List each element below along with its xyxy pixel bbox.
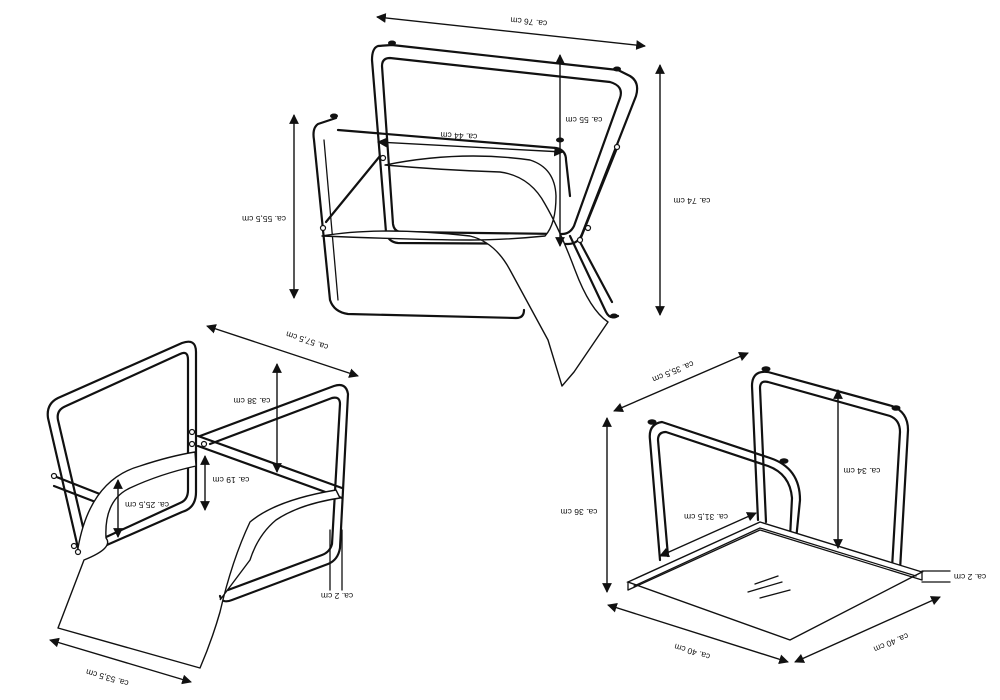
arrow-chair-width — [49, 637, 192, 685]
label-chair-tube: ca. 2 cm — [321, 591, 353, 601]
chair-back-frame — [370, 43, 639, 246]
label-table-leg-height: ca. 34 cm — [844, 466, 881, 476]
chair-left-frame — [46, 340, 198, 551]
label-top-width: ca. 76 cm — [510, 15, 548, 29]
arrow-table-width-left — [607, 602, 789, 665]
arrow-table-width-right — [794, 596, 941, 663]
dimension-arrows — [49, 13, 941, 685]
label-table-top-depth: ca. 35,5 cm — [651, 359, 695, 385]
lounge-chair — [46, 340, 350, 669]
label-chair-back-height: ca. 38 cm — [234, 396, 271, 406]
label-top-total-height: ca. 74 cm — [674, 196, 711, 206]
folded-lounge-chair — [312, 40, 639, 387]
chair-sling-seat — [57, 451, 341, 669]
label-top-back-height: ca. 55 cm — [566, 115, 603, 125]
label-table-thickness: ca. 2 cm — [954, 572, 986, 582]
arrow-table-top-depth — [613, 352, 749, 412]
label-chair-seat-height: ca. 19 cm — [213, 475, 250, 485]
chair-sling — [321, 155, 609, 387]
table-back-frame — [648, 420, 802, 562]
label-table-width-right: ca. 40 cm — [872, 631, 910, 655]
table-front-frame — [750, 370, 910, 572]
label-chair-depth: ca. 57,5 cm — [285, 329, 330, 352]
chair-right-frame — [198, 383, 350, 603]
arrow-top-inner-width — [377, 137, 564, 157]
label-table-inner-width: ca. 31,5 cm — [684, 512, 728, 522]
label-top-inner-width: ca. 44 cm — [440, 130, 477, 142]
label-table-width-left: ca. 40 cm — [673, 642, 711, 662]
label-chair-arm-height: ca. 25,5 cm — [125, 500, 169, 510]
arrow-chair-depth — [206, 324, 359, 378]
label-top-left-height: ca. 55,5 cm — [242, 214, 286, 224]
chair-seat-frame — [312, 116, 526, 320]
label-table-height: ca. 36 cm — [561, 507, 598, 517]
label-chair-width: ca. 53,5 cm — [85, 667, 130, 689]
table-glass-top — [626, 521, 924, 641]
arrow-top-width — [376, 13, 646, 50]
side-table — [626, 366, 951, 641]
arrow-table-inner-width — [659, 512, 757, 557]
